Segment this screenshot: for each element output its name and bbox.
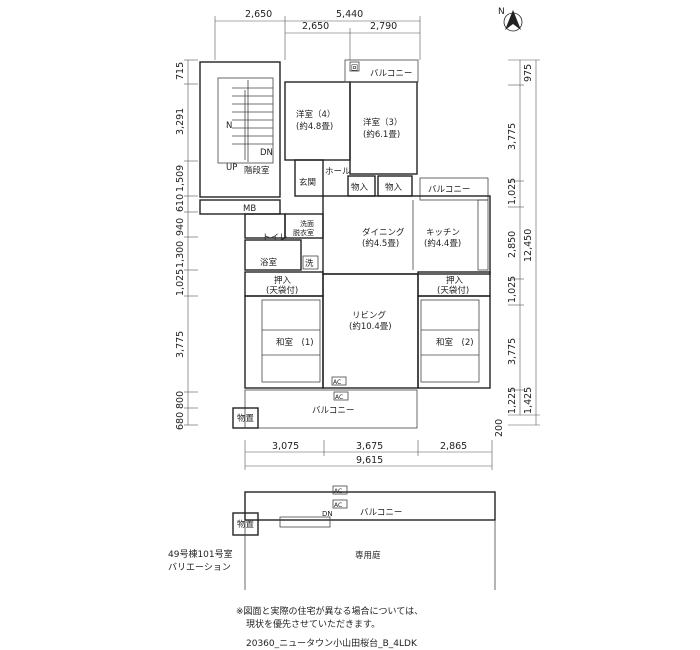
garden-label: 専用庭 bbox=[355, 550, 381, 561]
oshiire2-name: 押入 bbox=[446, 275, 464, 286]
lower-balcony-label: バルコニー bbox=[360, 508, 402, 518]
dim-right-a: 3,775 bbox=[507, 123, 518, 150]
right-dimensions: 975 3,775 1,025 2,850 12,450 1,025 3,775… bbox=[494, 59, 540, 437]
dim-left-7: 3,775 bbox=[175, 331, 186, 358]
washitsu1-label: 和室 (1) bbox=[276, 337, 314, 348]
living-name: リビング bbox=[352, 310, 387, 321]
dim-top-left: 2,650 bbox=[245, 9, 272, 20]
oshiire1-size: (天袋付) bbox=[266, 285, 298, 296]
ac1-label: AC bbox=[333, 379, 341, 386]
closet2-label: 物入 bbox=[385, 182, 403, 193]
bottom-dimensions: 3,075 3,675 2,865 9,615 bbox=[244, 440, 493, 470]
footer-code: 20360_ニュータウン小山田桜台_B_4LDK bbox=[246, 637, 418, 649]
dim-bottom-c: 2,865 bbox=[440, 441, 467, 452]
washroom-label: 洗面 脱衣室 bbox=[293, 219, 316, 237]
stair-up-label: UP bbox=[226, 163, 237, 173]
washroom-label-l1: 洗面 bbox=[300, 219, 314, 228]
dim-left-2: 1,509 bbox=[175, 165, 186, 192]
dim-right-b: 1,025 bbox=[507, 178, 518, 205]
washitsu2-label: 和室 (2) bbox=[436, 337, 474, 348]
dim-left-4: 940 bbox=[175, 218, 186, 236]
caption-line2: バリエーション bbox=[168, 562, 231, 573]
dim-bottom-b: 3,675 bbox=[356, 441, 383, 452]
lower-storage-label: 物置 bbox=[237, 519, 255, 530]
pipe-space-icon: 回 bbox=[351, 64, 358, 72]
lower-ac1-label: AC bbox=[334, 488, 342, 495]
dim-left-1: 3,291 bbox=[175, 108, 186, 135]
lower-dn-label: DN bbox=[322, 510, 333, 518]
genkan-label: 玄関 bbox=[299, 177, 316, 188]
main-plan: N UP DN 階段室 洋室（4） (約4.8畳) 洋室（3） (約6.1畳) … bbox=[199, 59, 491, 429]
dim-right-c: 2,850 bbox=[507, 231, 518, 258]
left-dimensions: 715 3,291 1,509 610 940 1,300 1,025 3,77… bbox=[175, 59, 198, 430]
dim-right-e: 3,775 bbox=[507, 338, 518, 365]
ac2-label: AC bbox=[335, 394, 343, 401]
lower-ac2-label: AC bbox=[334, 502, 342, 509]
dim-right-f: 1,225 bbox=[507, 387, 518, 414]
caption-line1: 49号棟101号室 bbox=[168, 548, 233, 560]
dim-left-0: 715 bbox=[175, 62, 186, 80]
washer-label: 洗 bbox=[305, 258, 314, 269]
lower-plan: AC AC DN バルコニー 物置 専用庭 bbox=[232, 485, 496, 590]
dim-left-6: 1,025 bbox=[175, 269, 186, 296]
note-line2: 現状を優先させていただきます。 bbox=[246, 618, 380, 630]
dim-right-top: 975 bbox=[523, 64, 534, 82]
dim-top-overall: 5,440 bbox=[336, 9, 363, 20]
compass-label: N bbox=[498, 7, 505, 17]
kitchen-size: (約4.4畳) bbox=[424, 238, 461, 249]
stair-hall-label: 階段室 bbox=[244, 165, 270, 176]
bath-label: 浴室 bbox=[260, 257, 278, 268]
room-yoshitsu4-name: 洋室（4） bbox=[296, 109, 335, 120]
kitchen-name: キッチン bbox=[426, 228, 460, 238]
dim-left-3: 610 bbox=[175, 194, 186, 212]
dim-right-d: 1,025 bbox=[507, 276, 518, 303]
room-yoshitsu3-name: 洋室（3） bbox=[363, 117, 402, 128]
dim-right-total: 12,450 bbox=[523, 229, 534, 262]
dining-size: (約4.5畳) bbox=[362, 238, 399, 249]
north-compass-icon: N bbox=[498, 7, 523, 32]
mb-label: MB bbox=[243, 204, 256, 214]
dim-left-8: 800 bbox=[175, 391, 186, 409]
stairs bbox=[232, 80, 273, 162]
toilet-label: トイレ bbox=[262, 233, 288, 243]
room-yoshitsu3-size: (約6.1畳) bbox=[363, 129, 400, 140]
balcony-top-label: バルコニー bbox=[370, 69, 412, 79]
dim-left-9: 680 bbox=[175, 412, 186, 430]
oshiire1-name: 押入 bbox=[274, 275, 292, 286]
hall-label: ホール bbox=[325, 167, 351, 177]
stair-dn-label: DN bbox=[260, 148, 273, 158]
dim-top-mid: 2,650 bbox=[302, 21, 329, 32]
dim-bottom-a: 3,075 bbox=[272, 441, 299, 452]
top-dimensions: 2,650 5,440 2,650 2,790 bbox=[214, 9, 421, 60]
storage-label: 物置 bbox=[237, 413, 255, 424]
dim-right-g: 1,425 bbox=[523, 387, 534, 414]
dim-right-h: 200 bbox=[494, 419, 505, 437]
note-line1: ※図面と実際の住宅が異なる場合については、 bbox=[236, 605, 423, 617]
closet1-label: 物入 bbox=[351, 182, 369, 193]
dim-left-5: 1,300 bbox=[175, 241, 186, 268]
dim-top-right: 2,790 bbox=[370, 21, 397, 32]
living-size: (約10.4畳) bbox=[349, 321, 392, 332]
room-yoshitsu4-size: (約4.8畳) bbox=[296, 121, 333, 132]
stair-n-label: N bbox=[226, 121, 232, 131]
oshiire2-size: (天袋付) bbox=[437, 285, 469, 296]
balcony-bottom-label: バルコニー bbox=[312, 406, 354, 416]
dining-name: ダイニング bbox=[362, 227, 405, 238]
washroom-label-l2: 脱衣室 bbox=[293, 228, 314, 237]
balcony-right-label: バルコニー bbox=[428, 185, 470, 195]
dim-bottom-total: 9,615 bbox=[356, 455, 383, 466]
